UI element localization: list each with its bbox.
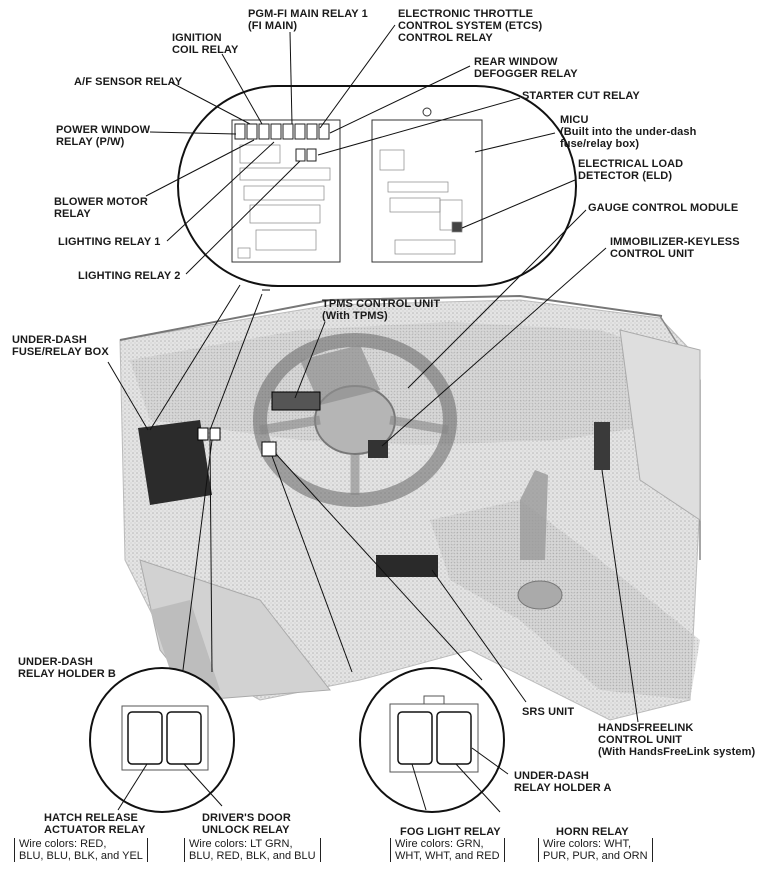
tpms-unit-illustration [271,391,321,411]
label-text: RELAY (P/W) [56,136,125,148]
relay-holder-a-callout [359,667,505,813]
car-interior-illustration [119,294,701,721]
label-srs-unit: SRS UNIT [522,706,575,718]
label-text: (FI MAIN) [248,20,298,32]
door-wire-colors: Wire colors: LT GRN,BLU, RED, BLK, and B… [184,838,321,862]
srs-unit-illustration [376,555,438,577]
hatch-wire-colors: Wire colors: RED,BLU, BLU, BLK, and YEL [14,838,148,862]
label-text: MICU [560,114,589,126]
label-text: fuse/relay box) [560,138,640,150]
hfl-unit-illustration [594,422,610,470]
label-text: HANDSFREELINK [598,722,694,734]
label-text: ACTUATOR RELAY [44,824,146,836]
label-text: REAR WINDOW [474,56,558,68]
label-text: COIL RELAY [172,44,239,56]
label-text: CONTROL RELAY [398,32,493,44]
label-text: ELECTRICAL LOAD [578,158,684,170]
label-text: TPMS CONTROL UNIT [322,298,441,310]
wire-text: Wire colors: RED, [19,838,107,850]
label-af-sensor-relay: A/F SENSOR RELAY [74,76,183,88]
label-starter-cut-relay: STARTER CUT RELAY [522,90,640,102]
label-text: CONTROL SYSTEM (ETCS) [398,20,543,32]
leader-lines [107,24,639,813]
label-text: CONTROL UNIT [610,248,695,260]
label-text: HATCH RELEASE [44,812,138,824]
wire-text: PUR, PUR, and ORN [543,850,648,862]
wire-text: BLU, BLU, BLK, and YEL [19,850,143,862]
wire-text: Wire colors: LT GRN, [189,838,293,850]
label-lighting-relay-1: LIGHTING RELAY 1 [58,236,161,248]
relay-holder-b-callout [89,667,235,813]
label-text: (With TPMS) [322,310,388,322]
label-text: RELAY HOLDER B [18,668,116,680]
label-text: DRIVER'S DOOR [202,812,291,824]
under-dash-fuse-box-illustration [138,420,221,505]
label-text: ELECTRONIC THROTTLE [398,8,534,20]
label-text: (Built into the under-dash [560,126,697,138]
fog-wire-colors: Wire colors: GRN,WHT, WHT, and RED [390,838,505,862]
label-text: DETECTOR (ELD) [578,170,673,182]
label-pgm-fi-main-relay: PGM-FI MAIN RELAY 1(FI MAIN) [248,8,368,32]
label-text: POWER WINDOW [56,124,151,136]
label-text: (With HandsFreeLink system) [598,746,756,758]
fuse-box-callout-oval [177,85,577,287]
wire-text: Wire colors: GRN, [395,838,484,850]
label-text: PGM-FI MAIN RELAY 1 [248,8,368,20]
label-text: IGNITION [172,32,222,44]
label-horn-relay: HORN RELAY [556,826,629,838]
label-text: UNDER-DASH [12,334,87,346]
label-text: DEFOGGER RELAY [474,68,578,80]
label-text: FUSE/RELAY BOX [12,346,109,358]
label-fog-light-relay: FOG LIGHT RELAY [400,826,501,838]
label-text: UNLOCK RELAY [202,824,290,836]
wire-text: WHT, WHT, and RED [395,850,500,862]
label-text: IMMOBILIZER-KEYLESS [610,236,740,248]
label-lighting-relay-2: LIGHTING RELAY 2 [78,270,181,282]
horn-wire-colors: Wire colors: WHT,PUR, PUR, and ORN [538,838,653,862]
label-text: RELAY HOLDER A [514,782,612,794]
wire-text: BLU, RED, BLK, and BLU [189,850,316,862]
wire-text: Wire colors: WHT, [543,838,631,850]
label-text: CONTROL UNIT [598,734,683,746]
label-tpms-control-unit: TPMS CONTROL UNIT(With TPMS) [322,298,440,322]
label-gauge-control-module: GAUGE CONTROL MODULE [588,202,739,214]
label-text: UNDER-DASH [514,770,589,782]
label-text: BLOWER MOTOR [54,196,148,208]
label-text: RELAY [54,208,91,220]
relay-holder-a-illustration [261,441,277,457]
label-text: UNDER-DASH [18,656,93,668]
